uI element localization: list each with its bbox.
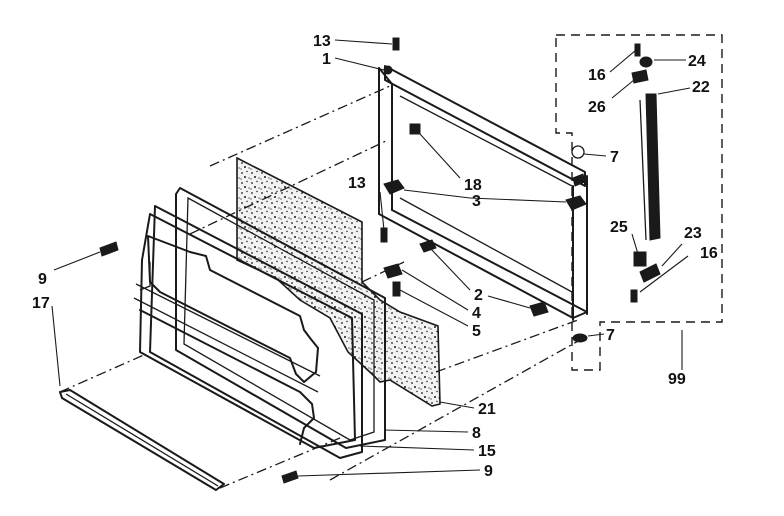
- callout-16-top: 16: [588, 67, 606, 84]
- hardware: [99, 37, 588, 484]
- callout-3: 3: [472, 193, 481, 210]
- callout-4: 4: [472, 305, 481, 322]
- door-gasket: [59, 389, 225, 491]
- callout-2: 2: [474, 287, 483, 304]
- door-liner: [149, 187, 386, 459]
- callout-99: 99: [668, 371, 686, 388]
- hinge-kit-boundary: [555, 34, 723, 371]
- callout-13-top: 13: [313, 33, 331, 50]
- callout-5: 5: [472, 323, 481, 340]
- callout-21: 21: [478, 401, 496, 418]
- hinge-brackets: [383, 173, 587, 317]
- callout-7-top: 7: [610, 149, 619, 166]
- callout-23: 23: [684, 225, 702, 242]
- callout-25: 25: [610, 219, 628, 236]
- callout-13-mid: 13: [348, 175, 366, 192]
- callout-8: 8: [472, 425, 481, 442]
- callout-9-bottom: 9: [484, 463, 493, 480]
- gasket-inner-line: [65, 393, 219, 487]
- door-panel: [133, 213, 356, 449]
- callout-26: 26: [588, 99, 606, 116]
- callout-9-left: 9: [38, 271, 47, 288]
- callout-7-bottom: 7: [606, 327, 615, 344]
- hinge-kit-parts: [630, 43, 661, 303]
- callout-24: 24: [688, 53, 706, 70]
- callout-17: 17: [32, 295, 50, 312]
- leader-lines: [51, 39, 691, 477]
- insulation-panel: [236, 156, 441, 407]
- callout-15: 15: [478, 443, 496, 460]
- callout-16-bottom: 16: [700, 245, 718, 262]
- callout-1: 1: [322, 51, 331, 68]
- callout-18: 18: [464, 177, 482, 194]
- callout-labels: 13 1 16 24 22 26 7 18 13 3 25 23 16 9 17…: [32, 33, 718, 480]
- assembly-lines: [59, 85, 581, 489]
- callout-22: 22: [692, 79, 710, 96]
- door-frame: [378, 65, 588, 321]
